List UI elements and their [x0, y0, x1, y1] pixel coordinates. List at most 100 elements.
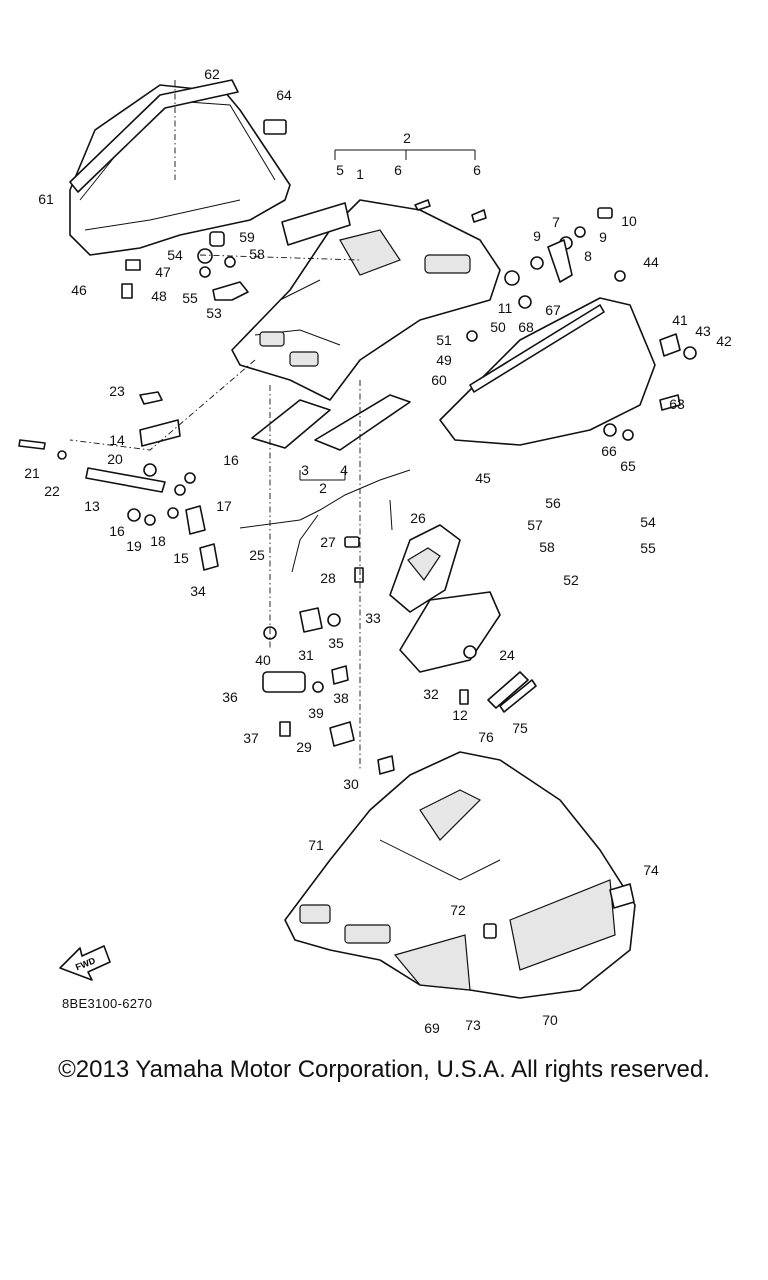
callout-15: 15: [173, 550, 189, 566]
callout-2-top: 2: [403, 130, 411, 146]
callout-23: 23: [109, 383, 125, 399]
side-panel-right-part: [439, 297, 697, 446]
copyright-notice: ©2013 Yamaha Motor Corporation, U.S.A. A…: [58, 1056, 710, 1083]
leader-lines: [69, 80, 476, 770]
hood-cable-set: [239, 469, 411, 583]
air-duct-part: [389, 524, 537, 713]
callout-8: 8: [584, 248, 592, 264]
callout-34: 34: [190, 583, 206, 599]
callout-13: 13: [84, 498, 100, 514]
callout-29: 29: [296, 739, 312, 755]
lower-cowling-part: [284, 751, 636, 999]
parts-diagram: FWD 62 64 2 5 6 6 1 61 10 7 9 9 59 54 58…: [18, 66, 732, 1036]
callout-50: 50: [490, 319, 506, 335]
callout-54-left: 54: [167, 247, 183, 263]
callout-75: 75: [512, 720, 528, 736]
callout-45: 45: [475, 470, 491, 486]
panel-strips: [139, 391, 411, 451]
callout-54-right: 54: [640, 514, 656, 530]
callout-26: 26: [410, 510, 426, 526]
callout-24: 24: [499, 647, 515, 663]
callout-44: 44: [643, 254, 659, 270]
callout-36: 36: [222, 689, 238, 705]
callout-9-left: 9: [533, 228, 541, 244]
fwd-arrow-icon: FWD: [59, 945, 111, 981]
callout-7: 7: [552, 214, 560, 230]
callout-40: 40: [255, 652, 271, 668]
callout-17: 17: [216, 498, 232, 514]
callout-31: 31: [298, 647, 314, 663]
callout-33: 33: [365, 610, 381, 626]
callout-18: 18: [150, 533, 166, 549]
callout-58-right: 58: [539, 539, 555, 555]
callout-1: 1: [356, 166, 364, 182]
callout-69: 69: [424, 1020, 440, 1036]
callout-71: 71: [308, 837, 324, 853]
callout-28: 28: [320, 570, 336, 586]
callout-66: 66: [601, 443, 617, 459]
callout-53: 53: [206, 305, 222, 321]
callout-20: 20: [107, 451, 123, 467]
callout-37: 37: [243, 730, 259, 746]
callout-11: 11: [497, 300, 513, 316]
callout-10: 10: [621, 213, 637, 229]
callout-76: 76: [478, 729, 494, 745]
callout-14: 14: [109, 432, 125, 448]
callout-65: 65: [620, 458, 636, 474]
exploded-view-drawing: FWD: [18, 79, 697, 999]
callout-52: 52: [563, 572, 579, 588]
callout-5: 5: [336, 162, 344, 178]
latch-set: [262, 607, 395, 775]
callout-56: 56: [545, 495, 561, 511]
callout-3: 3: [301, 462, 309, 478]
callout-63: 63: [669, 396, 685, 412]
callout-27: 27: [320, 534, 336, 550]
callout-46: 46: [71, 282, 87, 298]
callout-55-left: 55: [182, 290, 198, 306]
callout-70: 70: [542, 1012, 558, 1028]
callout-74: 74: [643, 862, 659, 878]
callout-59: 59: [239, 229, 255, 245]
callout-19: 19: [126, 538, 142, 554]
callout-51: 51: [436, 332, 452, 348]
callout-9-right: 9: [599, 229, 607, 245]
callout-32: 32: [423, 686, 439, 702]
small-fasteners: [466, 207, 626, 342]
callout-61: 61: [38, 191, 54, 207]
diagram-code: 8BE3100-6270: [62, 996, 153, 1011]
callout-68: 68: [518, 319, 534, 335]
callout-41: 41: [672, 312, 688, 328]
callout-64: 64: [276, 87, 292, 103]
callout-72: 72: [450, 902, 466, 918]
callout-16-top: 16: [223, 452, 239, 468]
callout-42: 42: [716, 333, 732, 349]
callout-4: 4: [340, 462, 348, 478]
callout-49: 49: [436, 352, 452, 368]
callout-2-mid: 2: [319, 480, 327, 496]
callout-12: 12: [452, 707, 468, 723]
callout-21: 21: [24, 465, 40, 481]
callout-73: 73: [465, 1017, 481, 1033]
callout-55-right: 55: [640, 540, 656, 556]
bracket-set: [121, 119, 287, 301]
windshield-part: [69, 79, 291, 256]
callout-58-left: 58: [249, 246, 265, 262]
upper-hood-part: [231, 199, 501, 401]
callout-57: 57: [527, 517, 543, 533]
callout-62: 62: [204, 66, 220, 82]
callout-48: 48: [151, 288, 167, 304]
callout-30: 30: [343, 776, 359, 792]
callout-25: 25: [249, 547, 265, 563]
callout-38: 38: [333, 690, 349, 706]
callout-22: 22: [44, 483, 60, 499]
callout-39: 39: [308, 705, 324, 721]
callout-16-left: 16: [109, 523, 125, 539]
callout-6-left: 6: [394, 162, 402, 178]
callout-6-right: 6: [473, 162, 481, 178]
callout-43: 43: [695, 323, 711, 339]
callout-35: 35: [328, 635, 344, 651]
callout-60: 60: [431, 372, 447, 388]
hood-hinge-set: [18, 419, 219, 571]
callout-47: 47: [155, 264, 171, 280]
callout-67: 67: [545, 302, 561, 318]
